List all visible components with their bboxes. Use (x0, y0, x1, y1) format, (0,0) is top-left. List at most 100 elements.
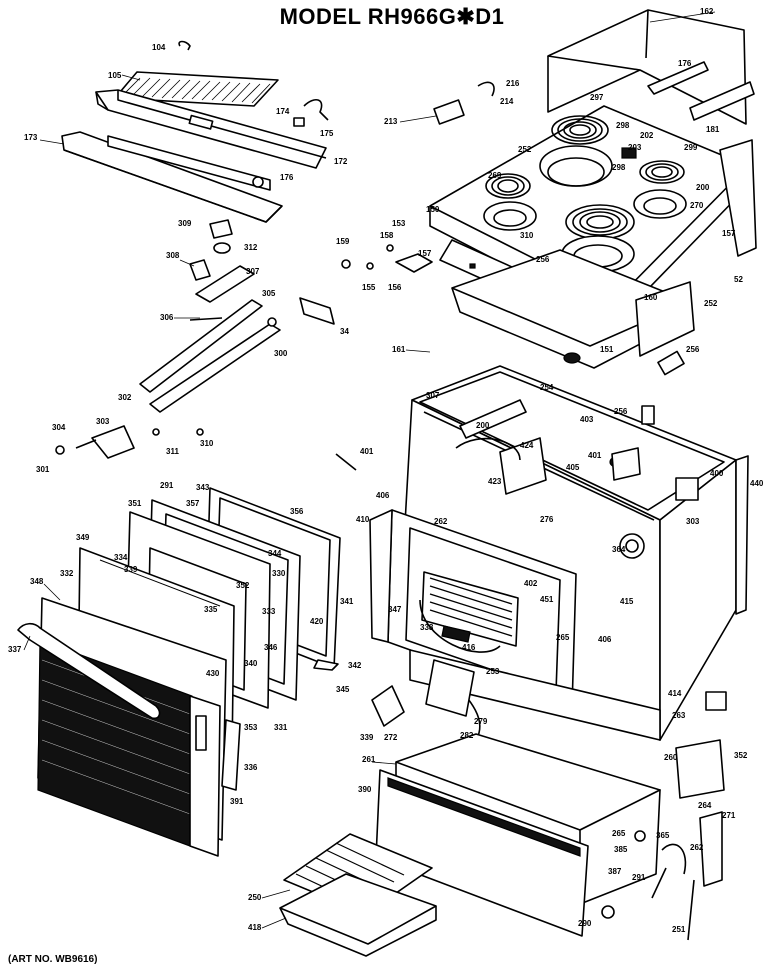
callout: 203 (628, 143, 642, 152)
callout: 410 (356, 515, 370, 524)
callout: 157 (418, 249, 432, 258)
callout: 213 (384, 117, 398, 126)
callout: 269 (488, 171, 502, 180)
callout: 330 (272, 569, 286, 578)
door-black-glass-front (37, 639, 221, 857)
callout: 307 (426, 391, 440, 400)
callout: 306 (160, 313, 174, 322)
callout: 263 (672, 711, 686, 720)
callout: 176 (678, 59, 692, 68)
callout: 162 (700, 7, 714, 16)
thermostat-and-fitting (611, 350, 727, 711)
callout: 251 (672, 925, 686, 934)
hinge-bracket-small (299, 297, 335, 325)
door-hinge-arm-lower (149, 317, 281, 413)
callout: 34 (340, 327, 349, 336)
oven-vent-grille (114, 71, 279, 107)
callout: 264 (698, 801, 712, 810)
callout: 344 (268, 549, 282, 558)
callout: 261 (362, 755, 376, 764)
callout: 311 (166, 447, 179, 456)
callout: 403 (580, 415, 594, 424)
callout: 333 (262, 607, 276, 616)
callout: 104 (152, 43, 166, 52)
callout: 161 (392, 345, 406, 354)
callout: 346 (264, 643, 278, 652)
callout: 271 (722, 811, 736, 820)
callout: 52 (734, 275, 743, 284)
callout: 365 (656, 831, 670, 840)
callout: 337 (8, 645, 22, 654)
callout: 155 (362, 283, 376, 292)
callout: 262 (434, 517, 448, 526)
callout: 290 (578, 919, 592, 928)
callout: 272 (384, 733, 398, 742)
vent-trim-channel (95, 89, 327, 169)
callout: 387 (608, 867, 622, 876)
callout: 270 (690, 201, 704, 210)
callout: 334 (114, 553, 128, 562)
callout: 173 (24, 133, 38, 142)
callout: 282 (460, 731, 474, 740)
callout: 160 (644, 293, 658, 302)
callout: 256 (686, 345, 700, 354)
callout: 262 (690, 843, 704, 852)
callout: 424 (520, 441, 534, 450)
callout: 256 (536, 255, 550, 264)
callout: 402 (524, 579, 538, 588)
callout: 430 (206, 669, 220, 678)
callout: 414 (668, 689, 682, 698)
callout: 348 (30, 577, 44, 586)
callout: 174 (276, 107, 290, 116)
callout: 335 (204, 605, 218, 614)
callout: 297 (590, 93, 604, 102)
callout: 356 (290, 507, 304, 516)
callout: 301 (36, 465, 50, 474)
surface-coil-front-left (485, 173, 531, 199)
bake-element (419, 599, 501, 653)
callout: 401 (360, 447, 374, 456)
callout: 302 (118, 393, 132, 402)
callout: 451 (540, 595, 554, 604)
callout: 352 (236, 581, 250, 590)
callout: 265 (612, 829, 626, 838)
callout: 416 (462, 643, 476, 652)
callout: 308 (166, 251, 180, 260)
callout: 418 (248, 923, 262, 932)
callout: 175 (320, 129, 334, 138)
callout: 309 (178, 219, 192, 228)
callout: 340 (244, 659, 258, 668)
callout: 291 (632, 873, 646, 882)
oven-rack (421, 571, 519, 647)
art-number: (ART NO. WB9616) (8, 954, 98, 965)
drip-pan-right (633, 189, 687, 219)
door-handle (17, 622, 161, 720)
callout: 406 (376, 491, 390, 500)
door-latch-assembly (55, 425, 357, 471)
surface-coil-right (639, 160, 685, 184)
callout: 342 (348, 661, 362, 670)
drip-pan-front-left (483, 201, 537, 231)
callout: 391 (230, 797, 244, 806)
callout: 250 (248, 893, 262, 902)
callout: 291 (160, 481, 174, 490)
callout: 351 (128, 499, 142, 508)
callout: 181 (706, 125, 720, 134)
part-callouts: 162 104 105 176 216 214 297 213 174 175 … (8, 7, 764, 934)
callout: 312 (244, 243, 258, 252)
callout: 156 (388, 283, 402, 292)
callout: 158 (380, 231, 394, 240)
callout: 216 (506, 79, 520, 88)
callout: 364 (612, 545, 626, 554)
callout: 304 (52, 423, 66, 432)
leader-lines (23, 11, 716, 929)
callout: 305 (262, 289, 276, 298)
callout: 303 (686, 517, 700, 526)
diagram-title: MODEL RH966G✱D1 (279, 4, 505, 29)
callout: 341 (340, 597, 354, 606)
callout: 276 (540, 515, 554, 524)
infinite-switch-bracket (189, 259, 255, 303)
callout: 345 (336, 685, 350, 694)
callout: 347 (388, 605, 402, 614)
callout: 352 (734, 751, 748, 760)
